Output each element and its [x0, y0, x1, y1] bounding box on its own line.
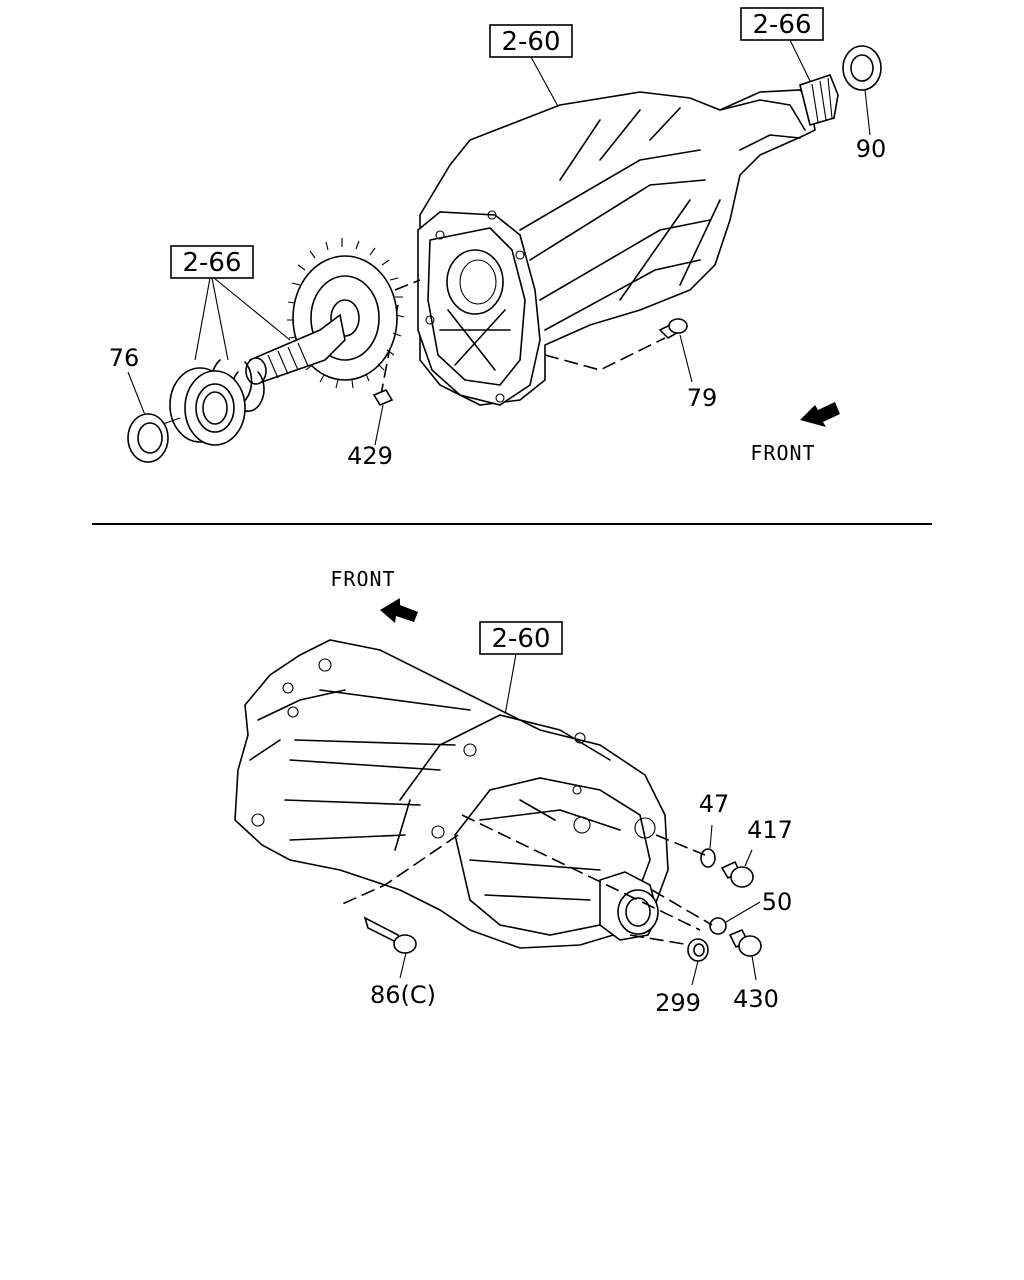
dowel-pin-429[interactable]: [372, 388, 394, 407]
bolt-86c[interactable]: [363, 916, 417, 954]
label-417: 417: [747, 816, 793, 844]
bolt-417[interactable]: [720, 860, 754, 888]
ref-box-2-66-top-right[interactable]: 2-66: [740, 7, 824, 41]
ref-box-2-60-bottom[interactable]: 2-60: [479, 621, 563, 655]
front-label-bottom: FRONT: [330, 567, 395, 591]
svg-text:2-66: 2-66: [752, 10, 811, 40]
label-299: 299: [655, 989, 701, 1017]
o-ring-47[interactable]: [700, 848, 716, 868]
o-ring-50[interactable]: [709, 917, 727, 935]
ball-bearing[interactable]: [169, 367, 246, 446]
label-47: 47: [699, 790, 730, 818]
svg-text:2-66: 2-66: [182, 248, 241, 278]
bolt-79[interactable]: [658, 318, 688, 339]
label-76: 76: [109, 344, 140, 372]
oil-seal-76[interactable]: [127, 413, 169, 463]
front-label-top: FRONT: [750, 441, 815, 465]
label-90: 90: [856, 135, 887, 163]
oil-seal-90[interactable]: [842, 45, 882, 91]
transfer-case-housing-bottom: [234, 639, 669, 949]
bolt-430[interactable]: [728, 928, 762, 957]
front-arrow-bottom: FRONT: [330, 567, 418, 623]
label-79: 79: [687, 384, 718, 412]
svg-text:2-60: 2-60: [501, 27, 560, 57]
ref-box-2-60-top[interactable]: 2-60: [489, 24, 573, 58]
oil-seal-299[interactable]: [687, 938, 709, 962]
ref-box-2-66-top-left[interactable]: 2-66: [170, 245, 254, 279]
front-arrow-top: FRONT: [750, 402, 840, 465]
label-86c: 86(C): [370, 981, 436, 1009]
svg-text:2-60: 2-60: [491, 624, 550, 654]
transfer-case-housing-top: [417, 74, 839, 406]
label-430: 430: [733, 985, 779, 1013]
label-429: 429: [347, 442, 393, 470]
bottom-assembly: FRONT 2-60: [234, 567, 793, 1017]
top-assembly: 2-60 2-66 2-66: [109, 7, 887, 470]
label-50: 50: [762, 888, 793, 916]
